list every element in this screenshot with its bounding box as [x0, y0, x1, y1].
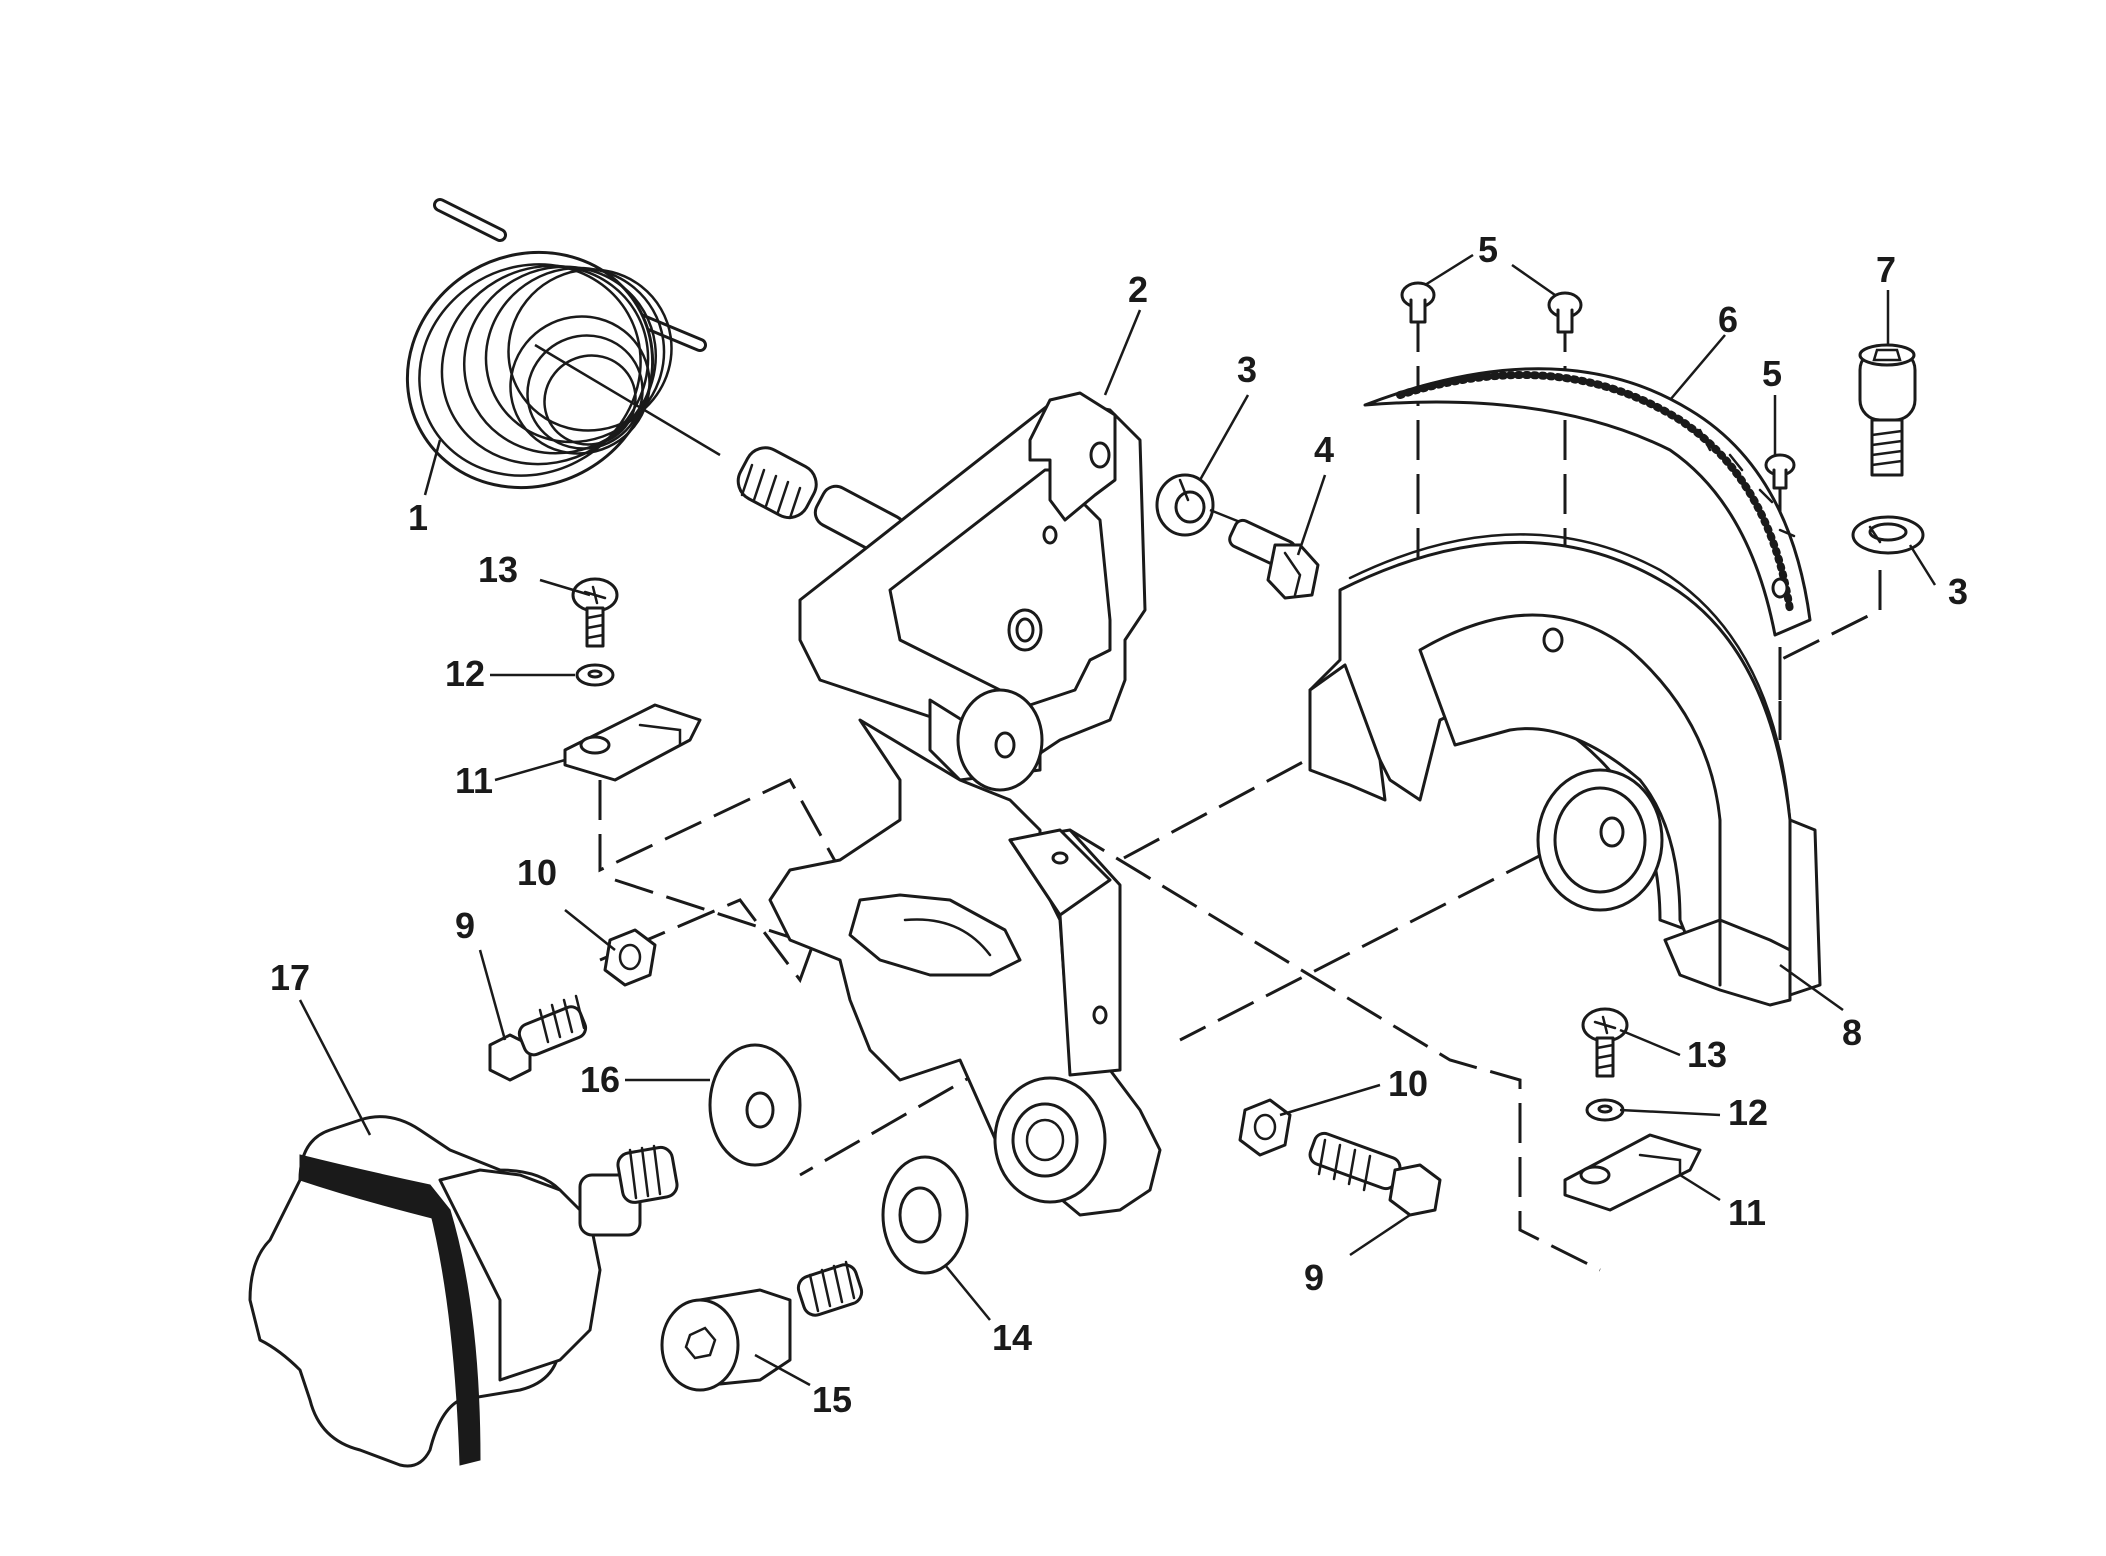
callout-7: 7: [1876, 249, 1896, 290]
screws-5: [1400, 281, 1796, 490]
socket-cap-screw-part: [1858, 343, 1917, 477]
callout-leaders: [298, 253, 1937, 1387]
main-bracket-part: [736, 391, 1162, 1217]
callout-13-left: 13: [478, 549, 518, 590]
callout-2: 2: [1128, 269, 1148, 310]
callout-12-left: 12: [445, 653, 485, 694]
callout-3-upper: 3: [1237, 349, 1257, 390]
callout-16: 16: [580, 1059, 620, 1100]
scale-plate-part: [1363, 367, 1812, 637]
flat-washer-part: [708, 1043, 802, 1167]
pointer-clip-right-part: [1563, 1133, 1702, 1212]
callout-17: 17: [270, 957, 310, 998]
callout-6: 6: [1718, 299, 1738, 340]
callout-labels: 1 2 3 4 5 5 6 7 3 8 13 12 11 10 9 17 16 …: [270, 229, 1968, 1420]
large-washer-part: [881, 1155, 969, 1275]
shoulder-bolt-part: [660, 1260, 864, 1392]
callout-12-right: 12: [1728, 1092, 1768, 1133]
pointer-clip-left-part: [563, 703, 702, 782]
callout-4: 4: [1314, 429, 1334, 470]
spring-part: [405, 198, 721, 490]
knob-part: [248, 1115, 679, 1468]
washer-12-left-part: [575, 663, 615, 687]
callout-9-right: 9: [1304, 1257, 1324, 1298]
callout-13-right: 13: [1687, 1034, 1727, 1075]
quadrant-part: [1308, 533, 1822, 1007]
callout-14: 14: [992, 1317, 1032, 1358]
lock-washer-upper-part: [1155, 473, 1261, 537]
set-screw-right-part: [1308, 1131, 1442, 1217]
screw-13-right-part: [1581, 1007, 1629, 1078]
callout-15: 15: [812, 1379, 852, 1420]
callout-11-right: 11: [1728, 1192, 1766, 1233]
hex-nut-left-part: [603, 928, 657, 987]
callout-9-left: 9: [455, 905, 475, 946]
callout-5-top: 5: [1478, 229, 1498, 270]
lock-washer-right-part: [1851, 515, 1925, 555]
hex-bolt-part: [1228, 518, 1320, 600]
callout-3-right: 3: [1948, 571, 1968, 612]
callout-8: 8: [1842, 1012, 1862, 1053]
callout-10-left: 10: [517, 852, 557, 893]
hex-nut-right-part: [1238, 1098, 1292, 1157]
set-screw-left-part: [488, 994, 588, 1082]
callout-11-left: 11: [455, 760, 493, 801]
callout-5-right: 5: [1762, 353, 1782, 394]
callout-1: 1: [408, 497, 428, 538]
callout-10-right: 10: [1388, 1063, 1428, 1104]
screw-13-left-part: [571, 577, 619, 648]
washer-12-right-part: [1585, 1098, 1625, 1122]
